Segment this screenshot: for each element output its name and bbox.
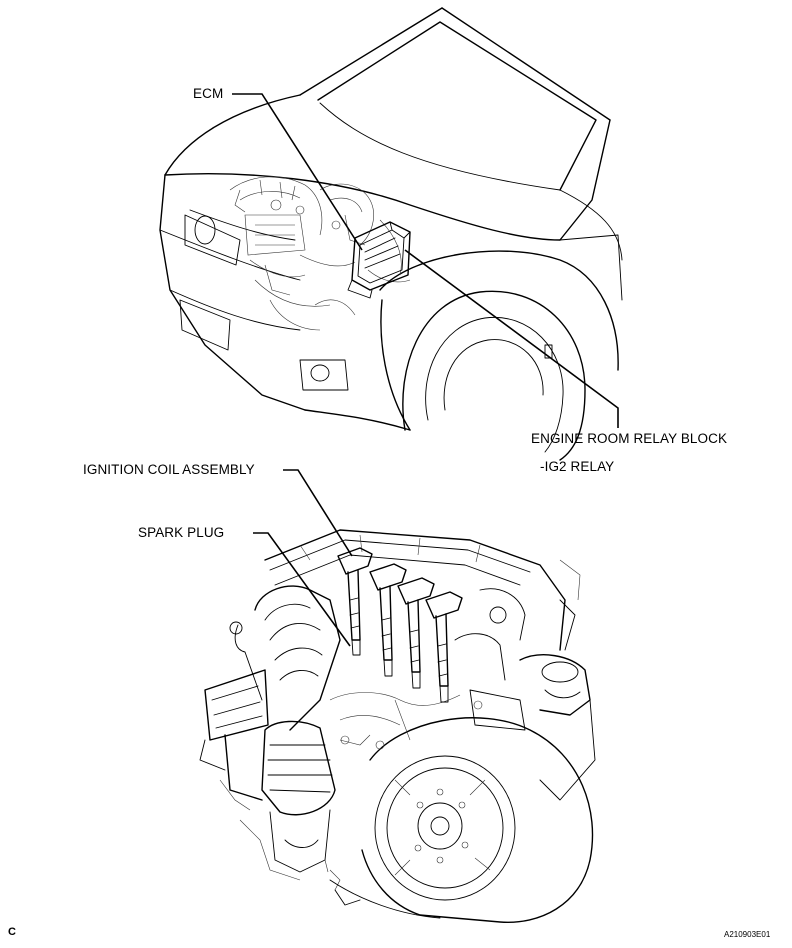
engine-assembly-illustration: [199, 529, 596, 923]
ecm-leader: [232, 93, 363, 251]
ignition-coil-illustration: [337, 547, 463, 703]
ig2-relay-label: -IG2 RELAY: [540, 459, 615, 474]
vehicle-front-illustration: [159, 7, 623, 461]
ignition-coil-leader: [283, 469, 353, 557]
engine-room-relay-block-label: ENGINE ROOM RELAY BLOCK: [531, 431, 728, 446]
relay-block-leader: [404, 249, 619, 428]
ecm-label: ECM: [193, 86, 224, 101]
spark-plug-leader: [253, 532, 351, 647]
figure-id: A210903E01: [724, 930, 771, 939]
spark-plug-label: SPARK PLUG: [138, 525, 225, 540]
ecm-module-illustration: [347, 221, 411, 299]
ignition-coil-assembly-label: IGNITION COIL ASSEMBLY: [83, 462, 255, 477]
leader-lines: [232, 93, 619, 647]
footer-code: C: [8, 926, 16, 938]
